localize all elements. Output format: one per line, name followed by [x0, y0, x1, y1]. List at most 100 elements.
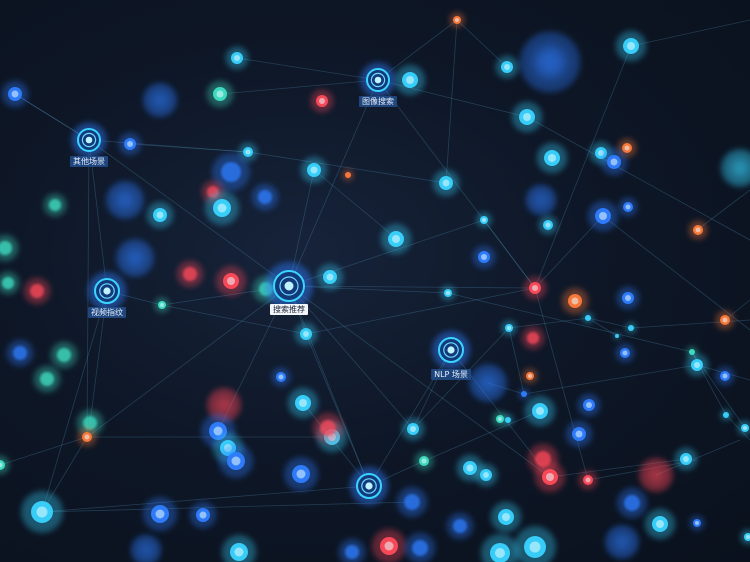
network-node [142, 82, 178, 118]
network-edge [41, 501, 413, 513]
network-node [519, 31, 581, 93]
network-node [142, 496, 178, 532]
network-node [271, 367, 291, 387]
network-node [238, 142, 258, 162]
network-node [414, 451, 434, 471]
network-node [582, 312, 594, 324]
network-node [204, 190, 240, 226]
network-edge [247, 151, 447, 184]
network-edge [288, 285, 551, 478]
network-node [342, 169, 354, 181]
network-edge [696, 189, 750, 231]
network-node [396, 486, 428, 518]
network-node [206, 80, 234, 108]
hub-label-nlp-scenes[interactable]: NLP 场景 [431, 369, 471, 380]
network-node [490, 501, 522, 533]
network-edge [587, 317, 632, 329]
network-edge [534, 215, 604, 289]
network-node [674, 447, 698, 471]
nodes-layer [0, 12, 750, 562]
network-edge [508, 327, 525, 395]
network-node [615, 343, 635, 363]
network-node [0, 234, 19, 262]
network-node [77, 427, 97, 447]
hub-node[interactable] [349, 466, 389, 506]
network-node [715, 310, 735, 330]
network-node [221, 534, 257, 562]
network-node [524, 395, 556, 427]
network-edge [483, 219, 536, 289]
network-node [615, 30, 647, 62]
network-edge [447, 292, 693, 353]
network-node [534, 461, 566, 493]
network-edge [523, 364, 698, 395]
network-node [715, 366, 735, 386]
network-node [616, 487, 648, 519]
network-edge [288, 285, 370, 487]
hub-other-scenes[interactable] [71, 122, 107, 158]
network-edge [508, 317, 590, 329]
network-node [502, 414, 514, 426]
network-node [600, 148, 628, 176]
network-node [578, 470, 598, 490]
network-node [685, 353, 709, 377]
network-node [514, 526, 556, 562]
network-node [538, 215, 558, 235]
hub-label-other-scenes[interactable]: 其他场景 [70, 156, 108, 167]
network-node [212, 153, 250, 191]
network-node [225, 46, 249, 70]
network-node [401, 417, 425, 441]
network-edge [534, 45, 632, 289]
network-node [523, 276, 547, 300]
hub-label-image-search[interactable]: 图像搜索 [359, 96, 397, 107]
hubs-layer [71, 62, 471, 506]
network-edge [41, 485, 370, 513]
network-node [720, 409, 732, 421]
network-node [338, 538, 366, 562]
network-node [492, 411, 508, 427]
network-edge [88, 139, 249, 153]
network-node [118, 132, 142, 156]
network-node [616, 286, 640, 310]
hub-label-search-recommend[interactable]: 搜索推荐 [270, 304, 308, 315]
network-node [638, 457, 674, 493]
network-node [604, 524, 640, 560]
network-node [561, 287, 589, 315]
network-edge [630, 19, 750, 47]
network-node [316, 263, 344, 291]
network-node [472, 245, 496, 269]
network-node [371, 528, 407, 562]
network-node [1, 80, 29, 108]
network-edge [305, 287, 536, 335]
network-node [294, 322, 318, 346]
network-node [215, 265, 247, 297]
network-node [21, 491, 63, 533]
hub-label-video-fingerprint[interactable]: 视频指纹 [88, 307, 126, 318]
network-edge [288, 285, 414, 430]
network-node [106, 181, 144, 219]
hub-video-fingerprint[interactable] [87, 271, 127, 311]
network-node [432, 169, 460, 197]
network-node [625, 322, 637, 334]
network-node [737, 420, 750, 436]
hub-search-recommend[interactable] [265, 262, 313, 310]
network-node [206, 387, 242, 423]
network-node [440, 285, 456, 301]
network-node [154, 297, 170, 313]
network-node [618, 197, 638, 217]
network-node [518, 388, 530, 400]
network-node [251, 183, 279, 211]
network-edge [88, 139, 290, 287]
network-node [283, 456, 319, 492]
network-node [476, 212, 492, 228]
network-node [23, 277, 51, 305]
hub-nlp-scenes[interactable] [431, 330, 471, 370]
network-edge [445, 19, 458, 184]
network-edge [526, 116, 750, 241]
network-edge [288, 285, 449, 294]
network-node [6, 339, 34, 367]
network-node [404, 532, 436, 562]
network-edge [236, 57, 379, 81]
hub-image-search[interactable] [360, 62, 396, 98]
